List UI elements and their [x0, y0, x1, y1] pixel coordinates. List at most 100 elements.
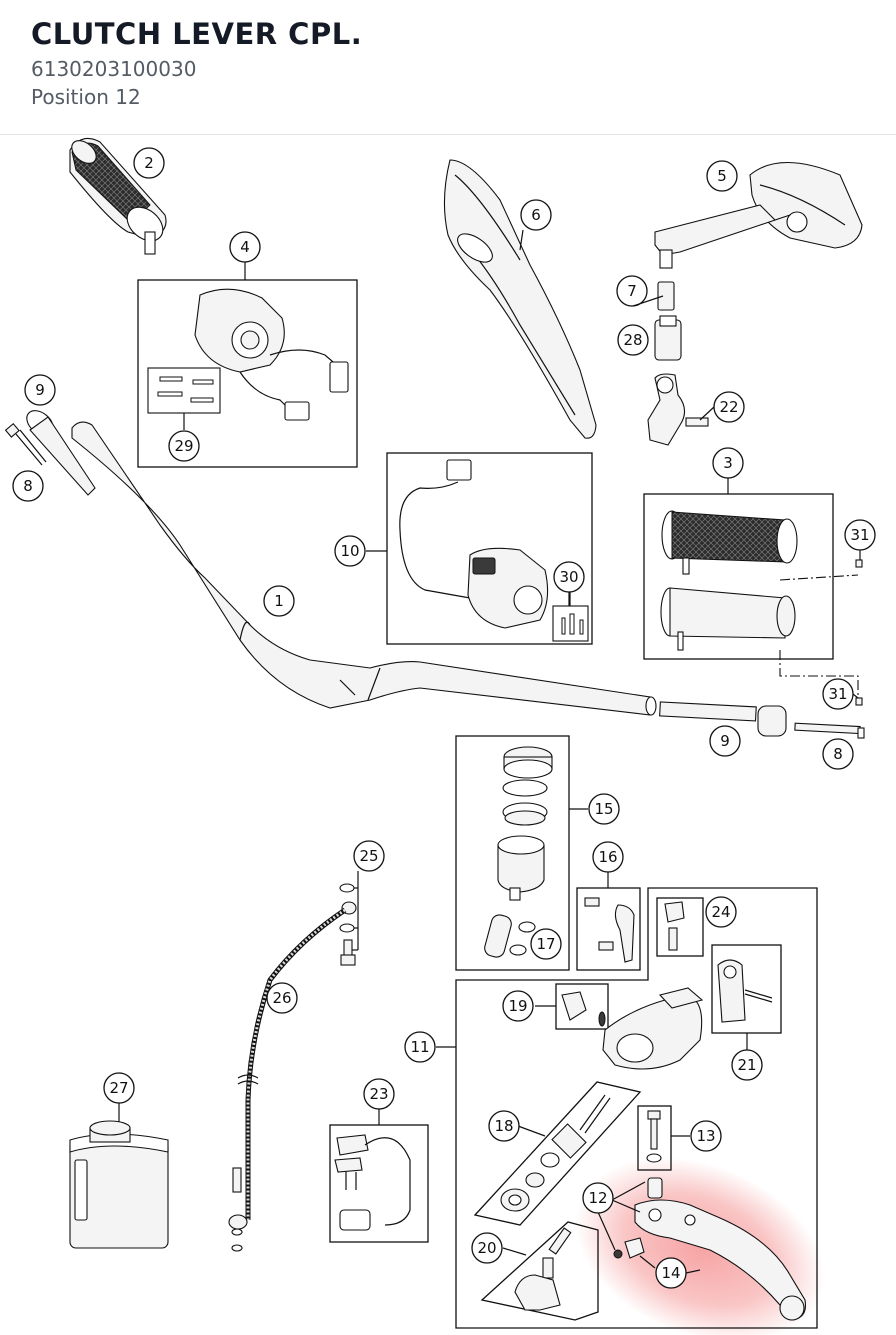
svg-text:8: 8: [23, 477, 33, 495]
svg-text:6: 6: [531, 206, 541, 224]
callout-13[interactable]: 13: [690, 1120, 722, 1152]
part-clutch-lever: [613, 1177, 807, 1321]
callout-19[interactable]: 19: [502, 990, 534, 1022]
part-handguard: [443, 159, 597, 439]
box-switch-left: [137, 279, 358, 468]
svg-text:10: 10: [340, 542, 359, 560]
box-adjuster: [480, 1221, 599, 1321]
callout-14[interactable]: 14: [655, 1257, 687, 1289]
svg-text:26: 26: [272, 989, 291, 1007]
svg-text:14: 14: [661, 1264, 680, 1282]
callout-17[interactable]: 17: [530, 928, 562, 960]
callout-4[interactable]: 4: [229, 231, 261, 263]
svg-text:31: 31: [850, 526, 869, 544]
box-switch-small: [656, 897, 704, 957]
svg-text:29: 29: [174, 437, 193, 455]
position-label: Position 12: [31, 85, 141, 109]
svg-text:5: 5: [717, 167, 727, 185]
part-switch-cover: [561, 991, 606, 1027]
callout-26[interactable]: 26: [266, 982, 298, 1014]
svg-text:23: 23: [369, 1085, 388, 1103]
part-switch-right: [399, 459, 589, 642]
callout-1[interactable]: 1: [263, 585, 295, 617]
dash-line-grip: [779, 574, 859, 700]
callout-23[interactable]: 23: [363, 1078, 395, 1110]
svg-text:7: 7: [627, 282, 637, 300]
part-bar-end-left: [4, 410, 96, 496]
box-pivot-bolt: [637, 1105, 672, 1171]
box-switch-right: [386, 452, 593, 645]
svg-text:4: 4: [240, 238, 250, 256]
part-grip-left: [69, 137, 167, 255]
svg-text:25: 25: [359, 847, 378, 865]
callout-21[interactable]: 21: [731, 1049, 763, 1081]
svg-text:8: 8: [833, 745, 843, 763]
part-bar-end-right: [659, 701, 865, 739]
part-clamp: [717, 959, 773, 1023]
svg-text:13: 13: [696, 1127, 715, 1145]
callout-28[interactable]: 28: [617, 324, 649, 356]
svg-text:19: 19: [508, 997, 527, 1015]
part-mirror: [654, 161, 863, 269]
svg-text:16: 16: [598, 848, 617, 866]
callout-5[interactable]: 5: [706, 160, 738, 192]
part-number: 6130203100030: [31, 57, 197, 81]
part-brake-hose: [228, 883, 357, 1252]
part-piston-kit: [500, 1094, 611, 1212]
callout-31-bottom[interactable]: 31: [822, 678, 854, 710]
svg-text:15: 15: [594, 800, 613, 818]
callout-27[interactable]: 27: [103, 1072, 135, 1104]
page-header: CLUTCH LEVER CPL. 6130203100030 Position…: [0, 0, 896, 135]
svg-text:28: 28: [623, 331, 642, 349]
callout-9-left[interactable]: 9: [24, 374, 56, 406]
callout-7[interactable]: 7: [616, 275, 648, 307]
svg-text:30: 30: [559, 568, 578, 586]
part-grip-right: [660, 510, 798, 651]
svg-text:27: 27: [109, 1079, 128, 1097]
callout-10[interactable]: 10: [334, 535, 366, 567]
callout-16[interactable]: 16: [592, 841, 624, 873]
part-fluid-can: [69, 1120, 169, 1249]
part-pivot-bolt: [646, 1110, 662, 1163]
part-master-cylinder: [602, 987, 704, 1070]
callout-20[interactable]: 20: [471, 1232, 503, 1264]
part-cable: [334, 1134, 411, 1231]
callout-2[interactable]: 2: [133, 147, 165, 179]
callout-24[interactable]: 24: [705, 896, 737, 928]
callout-12[interactable]: 12: [582, 1182, 614, 1214]
callout-15[interactable]: 15: [588, 793, 620, 825]
svg-text:3: 3: [723, 454, 733, 472]
svg-text:9: 9: [720, 732, 730, 750]
callout-31-top[interactable]: 31: [844, 519, 876, 551]
svg-text:12: 12: [588, 1189, 607, 1207]
callout-30[interactable]: 30: [553, 561, 585, 593]
callout-8-right[interactable]: 8: [822, 738, 854, 770]
part-reservoir: [484, 746, 553, 958]
box-reservoir: [455, 735, 570, 971]
box-master-cylinder: [455, 887, 818, 1329]
page-title: CLUTCH LEVER CPL.: [31, 17, 363, 51]
part-lever-bracket: [584, 897, 635, 963]
part-mirror-adapter: [647, 281, 709, 446]
part-handlebar: [71, 421, 657, 716]
svg-text:20: 20: [477, 1239, 496, 1257]
svg-text:1: 1: [274, 592, 284, 610]
svg-text:18: 18: [494, 1117, 513, 1135]
part-adjuster: [514, 1227, 572, 1311]
callout-22[interactable]: 22: [713, 391, 745, 423]
callout-18[interactable]: 18: [488, 1110, 520, 1142]
box-piston-kit: [473, 1081, 642, 1226]
callout-3[interactable]: 3: [712, 447, 744, 479]
callout-6[interactable]: 6: [520, 199, 552, 231]
callout-9-right[interactable]: 9: [709, 725, 741, 757]
callout-29[interactable]: 29: [168, 430, 200, 462]
svg-text:22: 22: [719, 398, 738, 416]
callout-11[interactable]: 11: [404, 1031, 436, 1063]
callout-25[interactable]: 25: [353, 840, 385, 872]
svg-text:2: 2: [144, 154, 154, 172]
part-switch-left: [147, 288, 349, 430]
callout-8-left[interactable]: 8: [12, 470, 44, 502]
svg-text:31: 31: [828, 685, 847, 703]
svg-text:11: 11: [410, 1038, 429, 1056]
